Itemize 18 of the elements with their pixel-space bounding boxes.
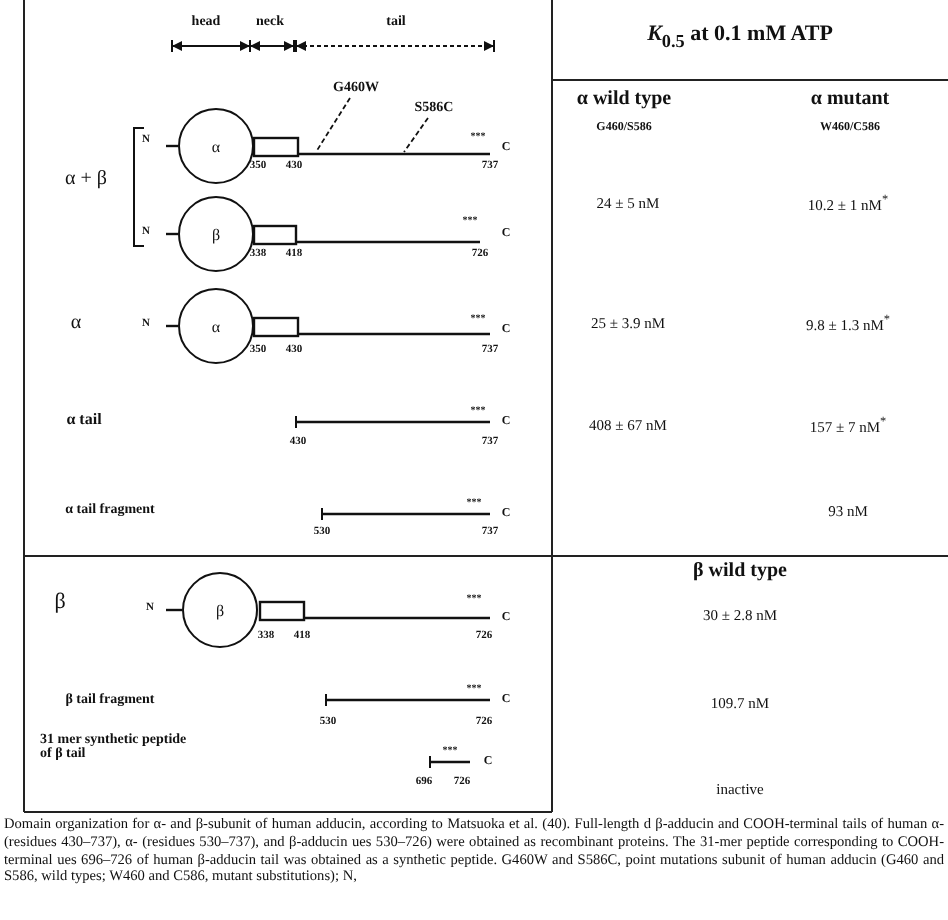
construct-label: β bbox=[54, 592, 66, 616]
head-domain-circle bbox=[178, 288, 254, 364]
column-header: α wild type bbox=[576, 89, 672, 111]
head-domain-circle bbox=[178, 108, 254, 184]
head-domain-circle bbox=[178, 196, 254, 272]
domain-letter: β bbox=[211, 225, 221, 243]
column-header: α mutant bbox=[810, 89, 890, 111]
column-header: K$_{0.5}$ at 0.1 mM ATP bbox=[647, 24, 833, 52]
domain-letter: α bbox=[211, 137, 221, 155]
construct-label: α bbox=[70, 313, 82, 335]
leader-line bbox=[315, 97, 351, 153]
leader-line bbox=[403, 117, 429, 153]
domain-letter: β bbox=[215, 601, 225, 619]
head-domain-circle bbox=[182, 572, 258, 648]
construct-label: α tail bbox=[66, 411, 102, 429]
column-header: β wild type bbox=[693, 561, 787, 583]
construct-label: α + β bbox=[65, 169, 107, 191]
domain-letter: α bbox=[211, 317, 221, 335]
